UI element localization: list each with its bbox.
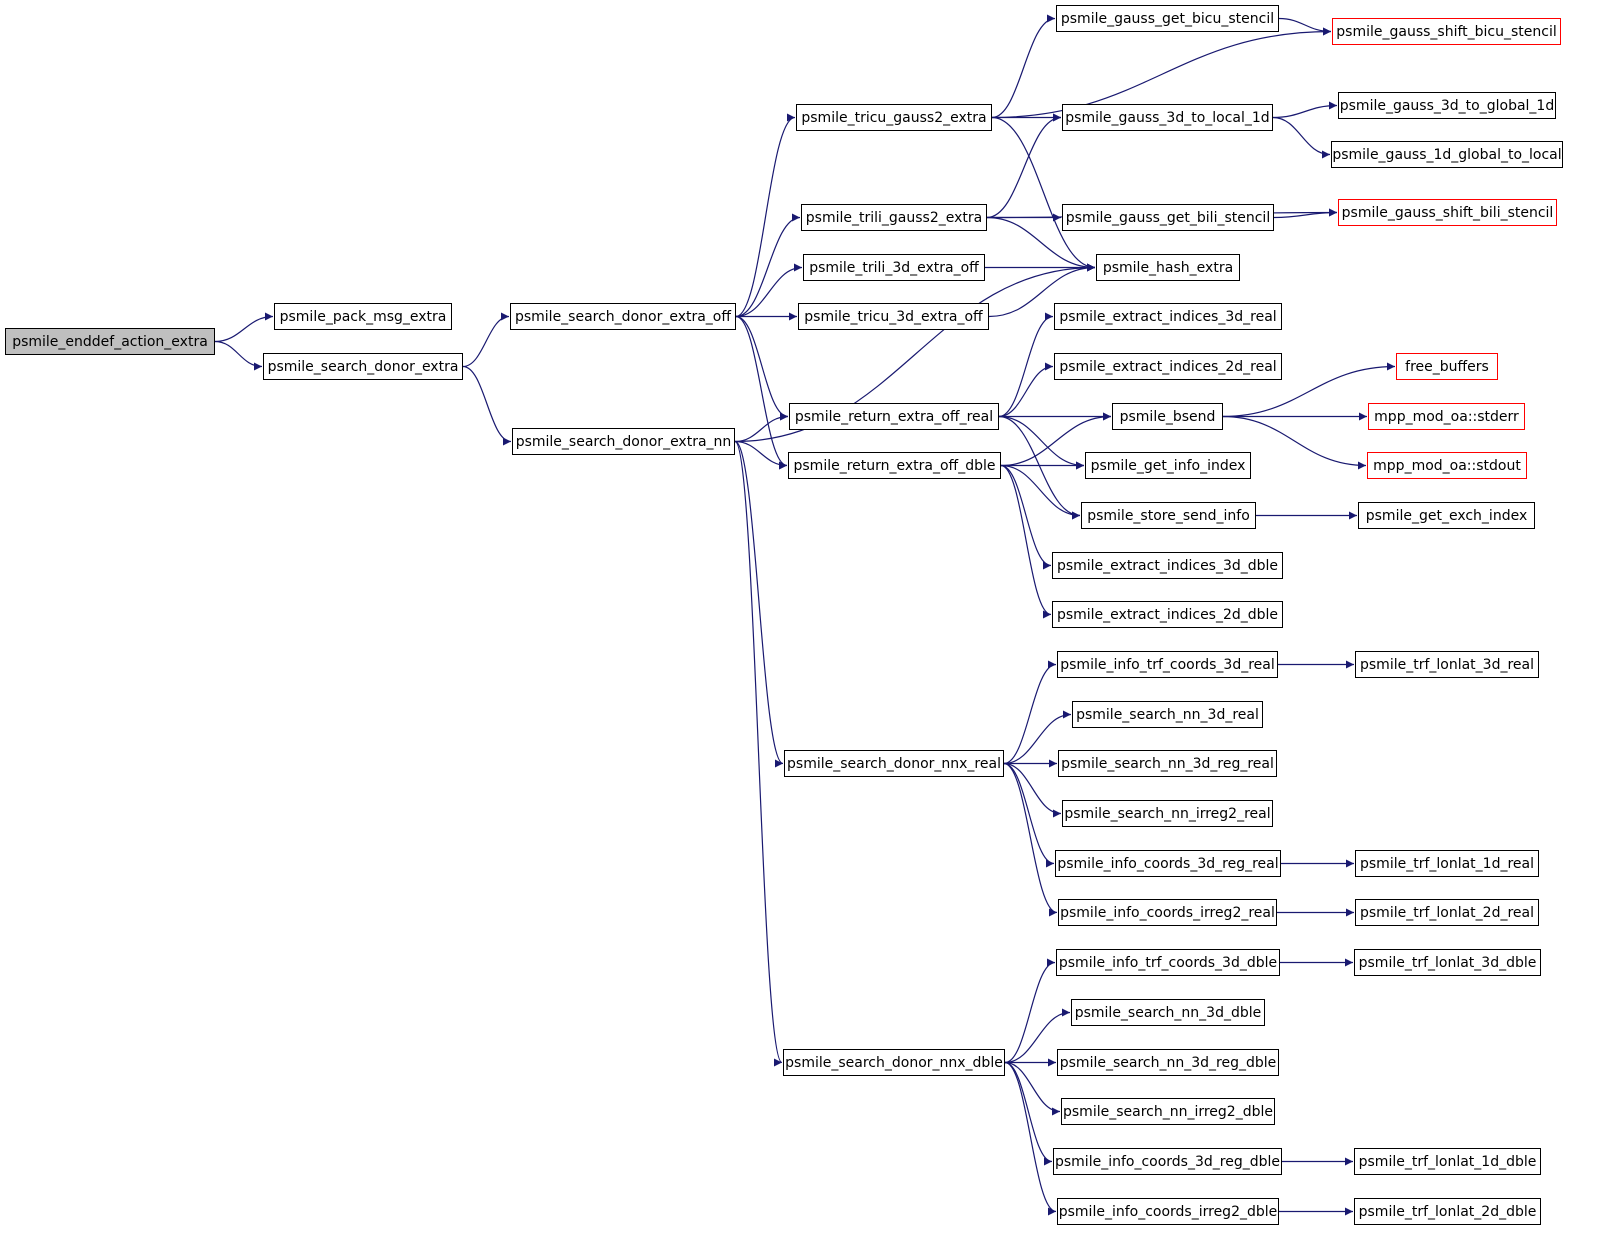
node-psmile-search-donor-nnx-dble[interactable]: psmile_search_donor_nnx_dble <box>783 1049 1005 1076</box>
node-psmile-trf-lonlat-1d-real[interactable]: psmile_trf_lonlat_1d_real <box>1355 850 1539 877</box>
node-psmile-search-donor-extra[interactable]: psmile_search_donor_extra <box>263 353 463 380</box>
edge-n_nnx_real-to-n_icirr2r <box>1003 762 1058 917</box>
edge-n_bsend-to-n_stdout <box>1222 415 1367 470</box>
node-psmile-extract-indices-2d-real[interactable]: psmile_extract_indices_2d_real <box>1054 353 1282 380</box>
edge-n_sdoff-to-n_ret_dble <box>735 315 788 470</box>
node-psmile-gauss-get-bili-stencil[interactable]: psmile_gauss_get_bili_stencil <box>1062 204 1274 231</box>
edge-n_nnx_dble-to-n_nnirr2d <box>1004 1061 1061 1116</box>
node-psmile-trf-lonlat-3d-dble[interactable]: psmile_trf_lonlat_3d_dble <box>1354 949 1541 976</box>
edge-n_tricu3d-to-n_hash <box>988 263 1096 318</box>
node-mpp-mod-oa-stdout[interactable]: mpp_mod_oa::stdout <box>1367 452 1527 479</box>
edge-n_sdoff-to-n_ret_real <box>735 315 789 421</box>
edge-n_sdnn-to-n_ret_dble <box>734 440 788 470</box>
edge-n_enddef-to-n_pack <box>214 312 274 343</box>
node-psmile-trili-gauss2-extra[interactable]: psmile_trili_gauss2_extra <box>801 204 987 231</box>
edge-n_nnx_dble-to-n_icirr2d <box>1004 1061 1057 1216</box>
edge-n_nnx_dble-to-n_nn3dd <box>1004 1008 1071 1064</box>
edge-n_nnx_dble-to-n_itrf3dd <box>1004 958 1056 1064</box>
node-psmile-gauss-shift-bili-stencil[interactable]: psmile_gauss_shift_bili_stencil <box>1338 199 1557 226</box>
edge-n_tricu_g2-to-n_shift_bicu <box>991 27 1332 119</box>
edge-n_tricu_g2-to-n_bicu <box>991 14 1056 119</box>
edge-n_nnx_real-to-n_nn3dr <box>1003 710 1072 765</box>
node-psmile-gauss-3d-to-global-1d[interactable]: psmile_gauss_3d_to_global_1d <box>1338 92 1556 119</box>
node-psmile-info-coords-irreg2-real[interactable]: psmile_info_coords_irreg2_real <box>1058 899 1277 926</box>
edge-n_sdnn-to-n_nnx_dble <box>734 440 783 1067</box>
edge-n_nnx_real-to-n_itrf3dr <box>1003 660 1057 765</box>
edge-n_ret_dble-to-n_ext3dd <box>1000 464 1052 570</box>
node-psmile-store-send-info[interactable]: psmile_store_send_info <box>1081 502 1256 529</box>
node-psmile-info-coords-3d-reg-dble[interactable]: psmile_info_coords_3d_reg_dble <box>1053 1148 1282 1175</box>
edge-n_bsend-to-n_free <box>1222 362 1396 418</box>
node-psmile-gauss-shift-bicu-stencil[interactable]: psmile_gauss_shift_bicu_stencil <box>1332 18 1561 45</box>
node-psmile-trili-3d-extra-off[interactable]: psmile_trili_3d_extra_off <box>803 254 985 281</box>
edge-n_sdnn-to-n_hash <box>734 263 1096 443</box>
node-psmile-gauss-1d-global-to-local[interactable]: psmile_gauss_1d_global_to_local <box>1331 141 1563 168</box>
edge-n_g3d_local-to-n_g3d_global <box>1272 101 1338 119</box>
node-psmile-extract-indices-3d-dble[interactable]: psmile_extract_indices_3d_dble <box>1052 552 1283 579</box>
node-psmile-get-info-index[interactable]: psmile_get_info_index <box>1085 452 1251 479</box>
edge-n_ret_real-to-n_getinfo <box>998 415 1085 470</box>
node-psmile-info-trf-coords-3d-dble[interactable]: psmile_info_trf_coords_3d_dble <box>1056 949 1280 976</box>
node-psmile-bsend[interactable]: psmile_bsend <box>1112 403 1223 430</box>
node-psmile-info-coords-irreg2-dble[interactable]: psmile_info_coords_irreg2_dble <box>1057 1198 1279 1225</box>
edge-n_sdnn-to-n_ret_real <box>734 412 789 443</box>
edge-n_bili-to-n_shift_bili <box>1273 208 1338 219</box>
edge-n_sdoff-to-n_trili3d <box>735 263 803 318</box>
edge-n_bicu-to-n_shift_bicu <box>1278 17 1332 36</box>
edge-n_nnx_real-to-n_nnirr2r <box>1003 762 1062 818</box>
node-psmile-return-extra-off-dble[interactable]: psmile_return_extra_off_dble <box>788 452 1001 479</box>
node-psmile-tricu-3d-extra-off[interactable]: psmile_tricu_3d_extra_off <box>798 303 989 330</box>
edge-n_tricu_g2-to-n_hash <box>991 116 1096 272</box>
node-psmile-gauss-get-bicu-stencil[interactable]: psmile_gauss_get_bicu_stencil <box>1056 5 1279 32</box>
node-psmile-search-nn-3d-real[interactable]: psmile_search_nn_3d_real <box>1072 701 1263 728</box>
edge-n_sdextra-to-n_sdoff <box>462 312 510 368</box>
node-psmile-info-coords-3d-reg-real[interactable]: psmile_info_coords_3d_reg_real <box>1055 850 1281 877</box>
node-psmile-info-trf-coords-3d-real[interactable]: psmile_info_trf_coords_3d_real <box>1057 651 1278 678</box>
node-psmile-search-donor-extra-off[interactable]: psmile_search_donor_extra_off <box>510 303 736 330</box>
edge-n_ret_real-to-n_ext3dr <box>998 312 1054 418</box>
edge-n_sdoff-to-n_tricu_g2 <box>735 113 796 318</box>
node-psmile-gauss-3d-to-local-1d[interactable]: psmile_gauss_3d_to_local_1d <box>1062 104 1273 131</box>
edge-n_g3d_local-to-n_g1d_local <box>1272 116 1331 159</box>
node-mpp-mod-oa-stderr[interactable]: mpp_mod_oa::stderr <box>1368 403 1525 430</box>
node-psmile-extract-indices-3d-real[interactable]: psmile_extract_indices_3d_real <box>1054 303 1282 330</box>
edge-n_trili_g2-to-n_g3d_local <box>986 113 1062 219</box>
node-psmile-get-exch-index[interactable]: psmile_get_exch_index <box>1358 502 1535 529</box>
node-psmile-extract-indices-2d-dble[interactable]: psmile_extract_indices_2d_dble <box>1052 601 1283 628</box>
edge-n_enddef-to-n_sdextra <box>214 340 263 371</box>
node-free-buffers[interactable]: free_buffers <box>1396 353 1498 380</box>
edge-n_sdextra-to-n_sdnn <box>462 365 512 446</box>
node-psmile-search-donor-nnx-real[interactable]: psmile_search_donor_nnx_real <box>784 750 1004 777</box>
edge-n_sdnn-to-n_nnx_real <box>734 440 784 768</box>
node-psmile-trf-lonlat-2d-real[interactable]: psmile_trf_lonlat_2d_real <box>1355 899 1539 926</box>
edge-n_nnx_dble-to-n_ic3dregd <box>1004 1061 1053 1166</box>
edge-n_ret_dble-to-n_bsend <box>1000 412 1112 467</box>
node-psmile-search-nn-3d-dble[interactable]: psmile_search_nn_3d_dble <box>1071 999 1265 1026</box>
node-psmile-search-donor-extra-nn[interactable]: psmile_search_donor_extra_nn <box>512 428 735 455</box>
node-psmile-enddef-action-extra: psmile_enddef_action_extra <box>5 328 215 355</box>
node-psmile-tricu-gauss2-extra[interactable]: psmile_tricu_gauss2_extra <box>796 104 992 131</box>
node-psmile-trf-lonlat-3d-real[interactable]: psmile_trf_lonlat_3d_real <box>1355 651 1539 678</box>
node-psmile-return-extra-off-real[interactable]: psmile_return_extra_off_real <box>789 403 999 430</box>
node-psmile-search-nn-3d-reg-real[interactable]: psmile_search_nn_3d_reg_real <box>1058 750 1277 777</box>
node-psmile-search-nn-irreg2-dble[interactable]: psmile_search_nn_irreg2_dble <box>1061 1098 1275 1125</box>
edge-n_trili_g2-to-n_hash <box>986 216 1096 272</box>
node-psmile-trf-lonlat-2d-dble[interactable]: psmile_trf_lonlat_2d_dble <box>1354 1198 1541 1225</box>
edge-n_sdoff-to-n_trili_g2 <box>735 213 801 318</box>
node-psmile-search-nn-irreg2-real[interactable]: psmile_search_nn_irreg2_real <box>1062 800 1273 827</box>
node-psmile-hash-extra[interactable]: psmile_hash_extra <box>1096 254 1240 281</box>
edge-n_ret_real-to-n_ext2dr <box>998 362 1054 418</box>
edge-n_ret_dble-to-n_ext2dd <box>1000 464 1052 619</box>
edge-n_nnx_real-to-n_ic3dregr <box>1003 762 1055 868</box>
node-psmile-search-nn-3d-reg-dble[interactable]: psmile_search_nn_3d_reg_dble <box>1057 1049 1279 1076</box>
node-psmile-trf-lonlat-1d-dble[interactable]: psmile_trf_lonlat_1d_dble <box>1354 1148 1541 1175</box>
node-psmile-pack-msg-extra[interactable]: psmile_pack_msg_extra <box>274 303 452 330</box>
edge-n_ret_dble-to-n_store <box>1000 464 1081 520</box>
